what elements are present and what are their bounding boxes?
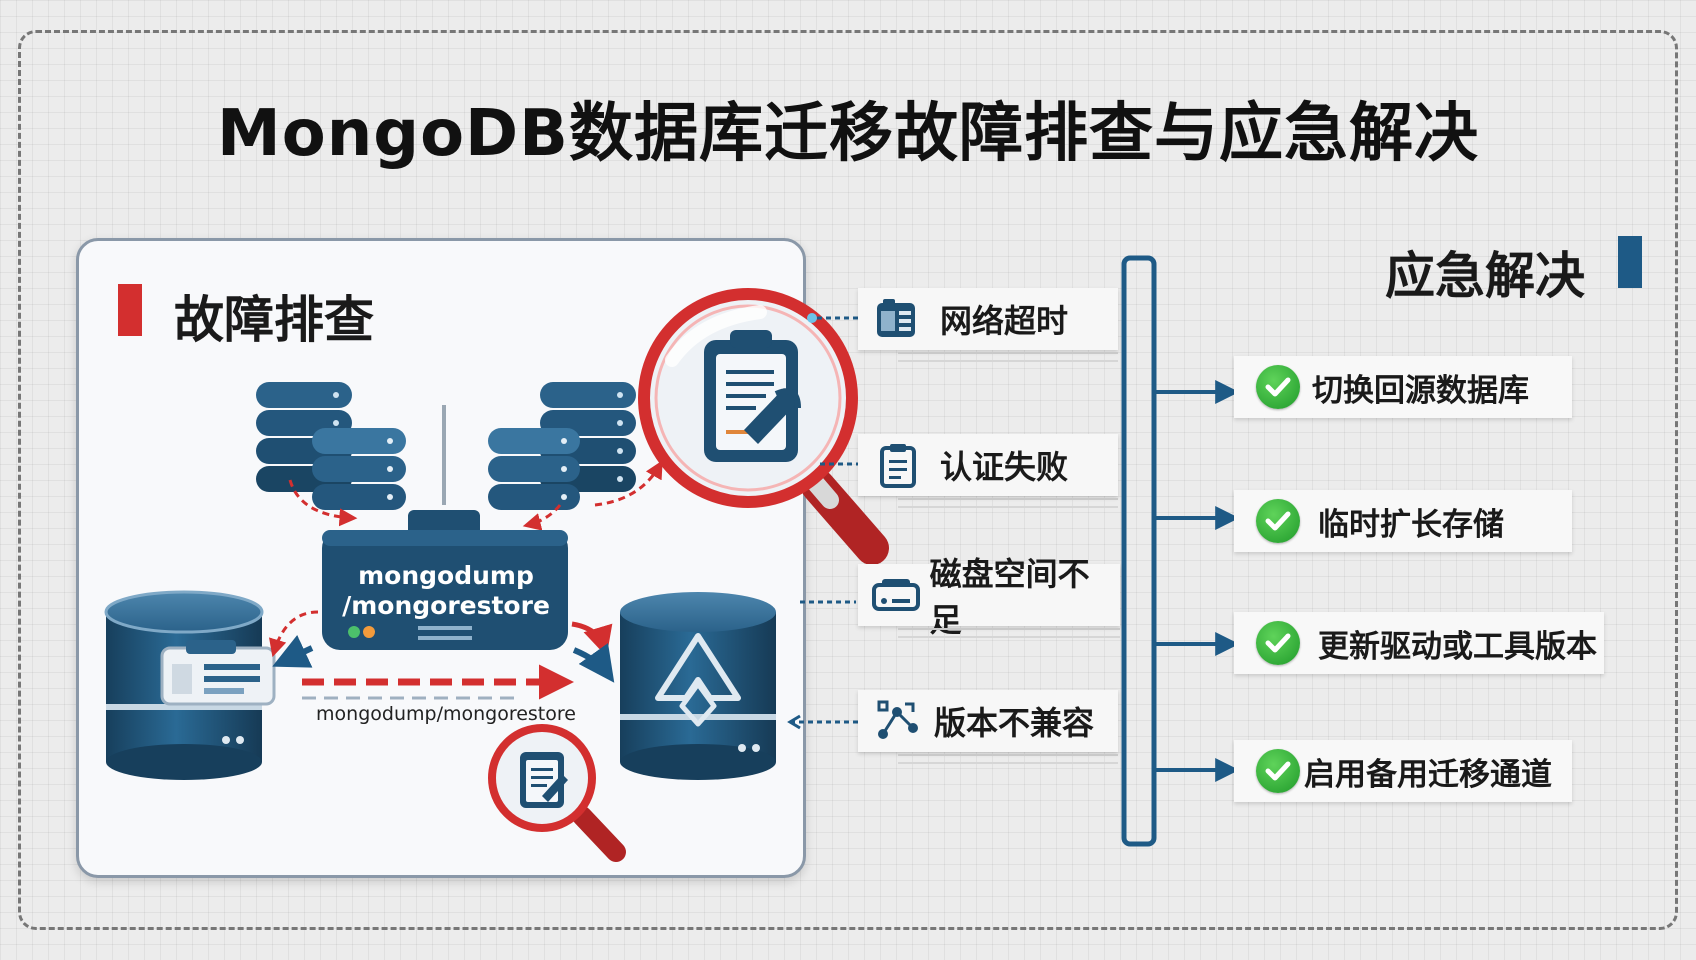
source-database-icon: [104, 590, 276, 780]
blue-accent-bar: [1618, 236, 1642, 288]
page-title: MongoDB数据库迁移故障排查与应急解决: [217, 97, 1479, 171]
fault-label: 磁盘空间不足: [929, 555, 1090, 639]
solution-label: 临时扩长存储: [1318, 506, 1504, 543]
fault-card-network-timeout: 网络超时: [858, 288, 1118, 362]
solution-card-expand-storage: 临时扩长存储: [1234, 490, 1572, 552]
version-flow-icon: [872, 697, 924, 745]
fault-card-disk-space: 磁盘空间不足: [858, 555, 1120, 639]
fault-card-auth-failure: 认证失败: [858, 434, 1118, 508]
solution-card-switch-back: 切换回源数据库: [1234, 356, 1572, 418]
fault-label: 网络超时: [940, 302, 1069, 340]
fault-label: 认证失败: [940, 448, 1069, 486]
target-database-icon: [620, 592, 776, 780]
fault-card-version-incompat: 版本不兼容: [858, 690, 1118, 764]
fault-label: 版本不兼容: [934, 704, 1095, 742]
transfer-arrow-label: mongodump/mongorestore: [316, 703, 576, 725]
solution-card-backup-channel: 启用备用迁移通道: [1234, 740, 1572, 802]
dashed-frame: [18, 30, 1678, 930]
disk-drive-icon: [870, 571, 922, 619]
solution-card-update-tools: 更新驱动或工具版本: [1234, 612, 1604, 674]
solution-label: 更新驱动或工具版本: [1318, 628, 1597, 665]
troubleshooting-heading: 故障排查: [174, 291, 374, 349]
check-icon: [1256, 365, 1300, 409]
clipboard-icon: [872, 441, 924, 489]
server-rack-icon: [872, 295, 924, 343]
solution-label: 启用备用迁移通道: [1304, 756, 1552, 793]
tool-box-line2: /mongorestore: [342, 591, 550, 620]
solution-label: 切换回源数据库: [1312, 372, 1529, 409]
emergency-heading: 应急解决: [1385, 247, 1585, 305]
check-icon: [1256, 749, 1300, 793]
red-accent-bar: [118, 284, 142, 336]
check-icon: [1256, 621, 1300, 665]
check-icon: [1256, 499, 1300, 543]
magnifier-clipboard-icon: [638, 288, 889, 565]
tool-box-line1: mongodump: [358, 561, 534, 590]
mongodump-tool-box: [322, 510, 568, 650]
database-stack-icon: [256, 382, 636, 510]
small-magnifier-icon: [488, 724, 626, 862]
